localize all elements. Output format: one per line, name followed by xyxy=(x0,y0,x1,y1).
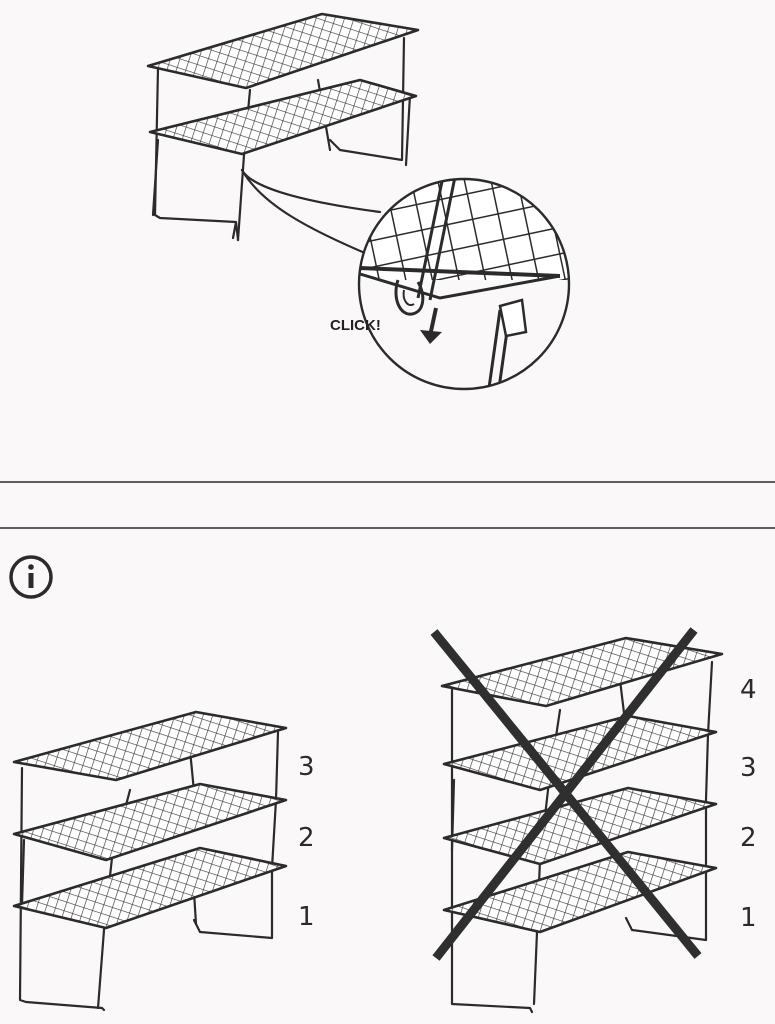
cross-icon xyxy=(430,627,702,961)
shelf-number: 2 xyxy=(298,823,315,853)
shelf-number: 1 xyxy=(740,903,757,933)
shelf-number: 2 xyxy=(740,823,757,853)
callout-line xyxy=(240,168,374,258)
click-label: CLICK! xyxy=(330,317,381,334)
callout-line xyxy=(240,168,382,214)
shelf-number: 3 xyxy=(298,752,315,782)
two-tier-rack-illustration xyxy=(146,12,420,242)
shelf-number: 3 xyxy=(740,753,757,783)
click-detail-zoom xyxy=(357,177,571,391)
shelf-number: 1 xyxy=(298,902,315,932)
info-icon xyxy=(9,555,53,599)
three-tier-rack-correct xyxy=(12,710,288,1012)
shelf-number: 4 xyxy=(740,675,757,705)
four-tier-rack-incorrect xyxy=(440,636,724,1014)
